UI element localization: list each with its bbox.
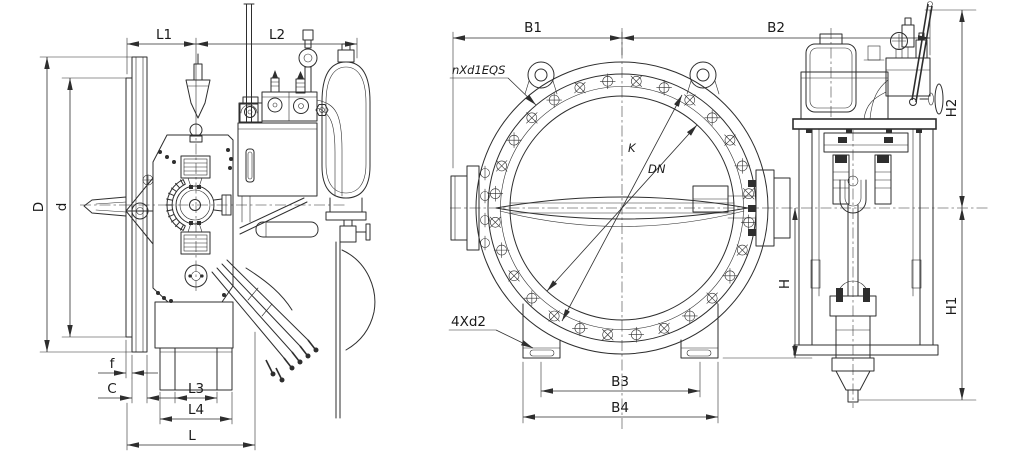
valve-disc-edge bbox=[83, 196, 127, 217]
bolt-hole-callout: nXd1EQS bbox=[449, 63, 537, 106]
dim-label-b3: B3 bbox=[611, 374, 629, 390]
dim-label-b1: B1 bbox=[524, 20, 542, 36]
valve-base-side bbox=[154, 301, 234, 391]
handwheel bbox=[919, 83, 944, 115]
actuator-frame bbox=[792, 118, 939, 408]
diameter-callouts: K DN bbox=[546, 94, 698, 322]
dim-label-l1: L1 bbox=[156, 27, 172, 43]
callout-label-k: K bbox=[628, 141, 637, 155]
dim-label-h: H bbox=[777, 279, 793, 289]
dim-label-b4: B4 bbox=[611, 400, 629, 416]
actuator-adapter-flange bbox=[748, 169, 791, 247]
right-view: K DN nXd1EQS 4Xd2 bbox=[448, 1, 988, 430]
trunnion-bracket bbox=[125, 174, 154, 245]
left-view-centerlines bbox=[80, 124, 345, 292]
dim-label-h1: H1 bbox=[944, 297, 960, 316]
dim-label-d-outer: D bbox=[31, 202, 47, 212]
accumulator-vessel bbox=[321, 43, 371, 221]
sector-gear-teeth bbox=[165, 179, 184, 231]
callout-label-dn: DN bbox=[648, 162, 666, 176]
shaft-end-cover bbox=[450, 165, 490, 251]
pressure-gauge bbox=[890, 32, 908, 59]
dim-label-c: C bbox=[107, 381, 116, 397]
dim-label-l3: L3 bbox=[188, 381, 204, 397]
dimensions-left-view: L1 L2 D d f C L3 bbox=[31, 27, 358, 451]
valve-disc-front bbox=[495, 185, 757, 227]
flange-bolt-holes bbox=[487, 73, 757, 343]
hydraulic-power-unit bbox=[237, 70, 329, 238]
foot-hole-callout: 4Xd2 bbox=[448, 314, 534, 349]
valve-feet-front bbox=[522, 303, 719, 359]
lifting-lugs bbox=[524, 61, 720, 95]
position-indicator bbox=[185, 3, 259, 123]
dim-label-l2: L2 bbox=[269, 27, 285, 43]
hose-bundle bbox=[211, 259, 319, 383]
dim-label-h2: H2 bbox=[944, 99, 960, 118]
dim-label-b2: B2 bbox=[767, 20, 785, 36]
callout-label-foot-holes: 4Xd2 bbox=[451, 314, 486, 330]
damper-cylinder bbox=[831, 315, 875, 403]
shaft-mechanism bbox=[165, 155, 232, 288]
left-view: L1 L2 D d f C L3 bbox=[31, 3, 376, 451]
pump-motor-unit bbox=[800, 28, 889, 120]
hand-lever bbox=[909, 1, 933, 106]
right-view-centerlines bbox=[450, 28, 988, 430]
dim-label-l: L bbox=[188, 428, 196, 444]
actuator-mounting-plate bbox=[152, 123, 234, 303]
dim-label-f: f bbox=[110, 356, 116, 372]
dim-label-d-inner: d bbox=[54, 203, 70, 212]
dim-label-l4: L4 bbox=[188, 402, 204, 418]
drain-valve bbox=[335, 219, 371, 419]
hydraulic-hoses bbox=[245, 99, 376, 351]
dimensions-right-view: B1 B2 B3 B4 H H2 H1 bbox=[452, 9, 977, 424]
callout-label-bolt-holes: nXd1EQS bbox=[452, 63, 505, 77]
